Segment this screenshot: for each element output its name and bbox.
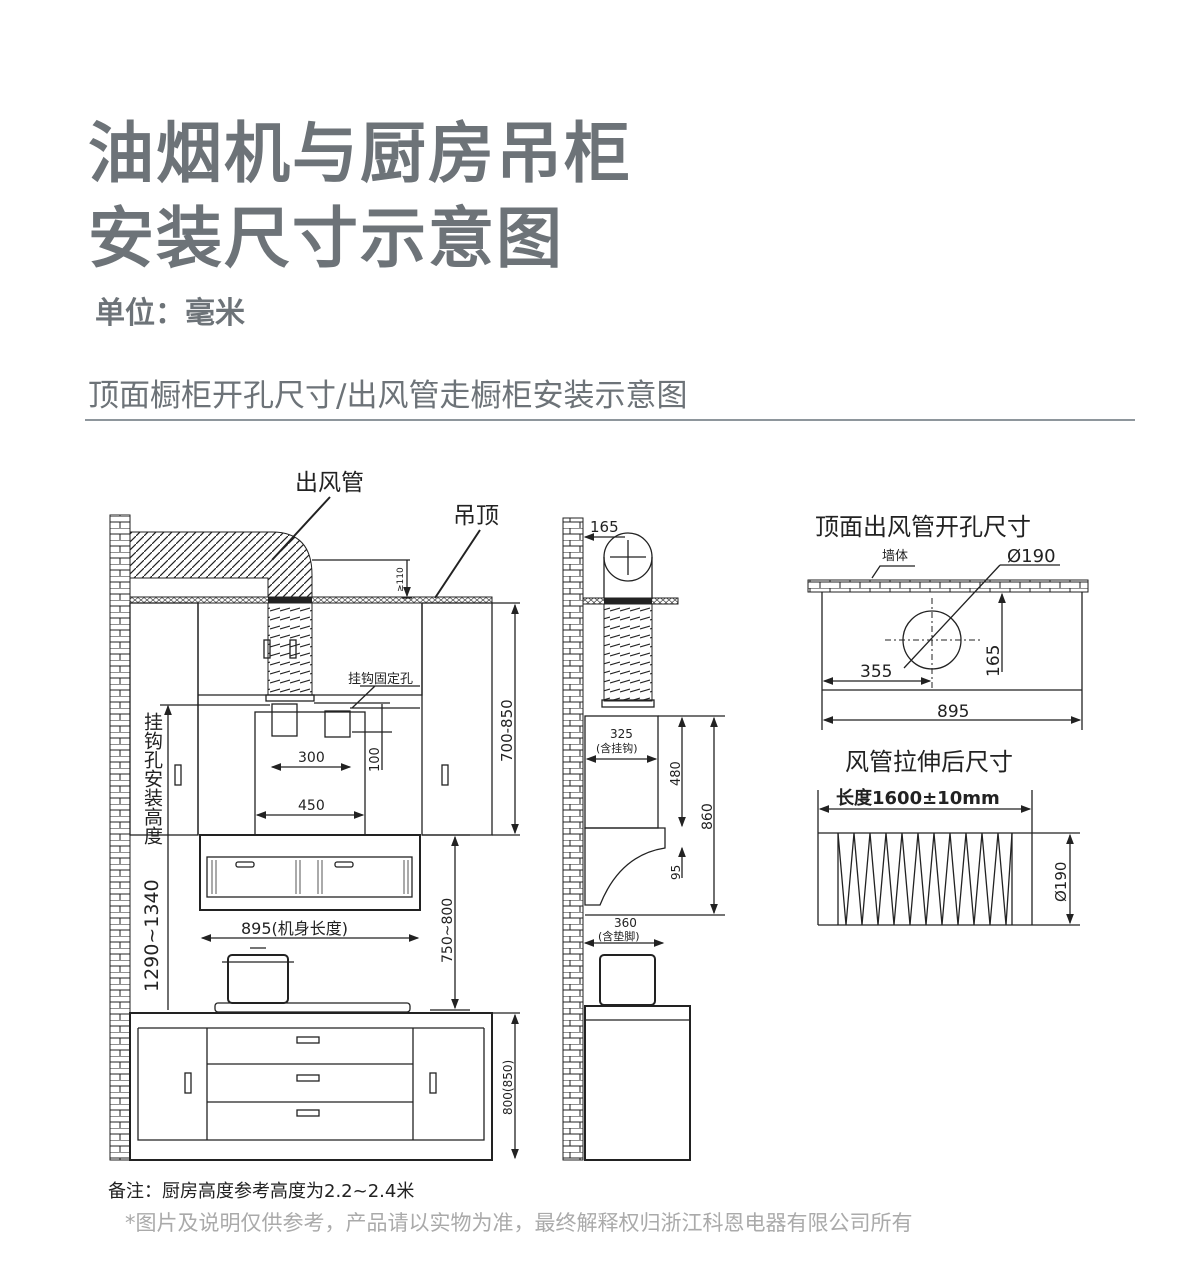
duct-spiral (837, 832, 1013, 926)
duct-view: 风管拉伸后尺寸 长度1600±10mm Ø190 (817, 748, 1080, 926)
depth-note: (含挂钩) (596, 741, 638, 755)
divider (85, 419, 1135, 421)
page-title-line2: 安装尺寸示意图 (88, 200, 564, 277)
cooktop (214, 1002, 411, 1013)
min-gap: ≥110 (396, 567, 406, 592)
brick-wall (109, 514, 131, 1161)
disclaimer: *图片及说明仅供参考，产品请以实物为准，最终解释权归浙江科恩电器有限公司所有 (125, 1211, 913, 1235)
side-view: 165 325 (含挂钩) 480 860 95 360 (含垫脚) (562, 517, 725, 1161)
base-depth: 360 (614, 916, 637, 930)
lower-height: 95 (669, 865, 683, 880)
duct-label: 出风管 (295, 470, 364, 496)
depth: 325 (610, 727, 633, 741)
duct-diameter: Ø190 (1052, 862, 1070, 902)
hole-diameter: Ø190 (1007, 546, 1056, 567)
base-cabinet (129, 1012, 493, 1161)
duct-length: 长度1600±10mm (836, 787, 1000, 809)
top-view-title: 顶面出风管开孔尺寸 (815, 513, 1031, 541)
wall (807, 579, 1089, 593)
hood-to-stove: 750~800 (440, 898, 456, 963)
hook-right (324, 710, 351, 738)
wall-offset: 165 (590, 518, 619, 536)
top-view: 顶面出风管开孔尺寸 墙体 Ø190 355 165 895 (807, 513, 1089, 730)
base-depth-note: (含垫脚) (598, 929, 640, 943)
footer-note: 备注：厨房高度参考高度为2.2~2.4米 (108, 1181, 415, 1202)
body-length: 895(机身长度) (241, 919, 348, 938)
upper-cabinet-right (421, 602, 493, 836)
y-offset: 165 (984, 645, 1004, 677)
side-base-cabinet (584, 1005, 691, 1161)
hook-spacing: 300 (298, 750, 325, 766)
hook-left (271, 703, 298, 737)
top-width: 895 (937, 702, 969, 722)
x-offset: 355 (860, 662, 892, 682)
hook-height-label: 挂钩孔安装高度 (141, 712, 163, 845)
hook-hole-label: 挂钩固定孔 (348, 672, 413, 687)
wall-label: 墙体 (882, 549, 908, 564)
chimney-height: 480 (669, 761, 684, 786)
chimney-width: 450 (298, 798, 325, 814)
ceiling-label: 吊顶 (453, 503, 499, 529)
hood-body (199, 834, 421, 911)
front-view: 挂钩固定孔 300 100 450 895(机身长度) ≥110 700-850… (109, 470, 520, 1161)
page-title-line1: 油烟机与厨房吊柜 (88, 115, 632, 192)
cabinet-height: 700-850 (498, 699, 516, 762)
section-subtitle: 顶面橱柜开孔尺寸/出风管走橱柜安装示意图 (88, 378, 688, 414)
duct-view-title: 风管拉伸后尺寸 (845, 748, 1013, 776)
hook-offset: 100 (368, 747, 383, 772)
unit-label: 单位：毫米 (95, 296, 245, 331)
hook-height: 1290~1340 (141, 879, 163, 992)
duct-elbow (129, 531, 313, 601)
total-height: 860 (700, 803, 716, 830)
base-cabinet-height: 800(850) (501, 1060, 515, 1115)
